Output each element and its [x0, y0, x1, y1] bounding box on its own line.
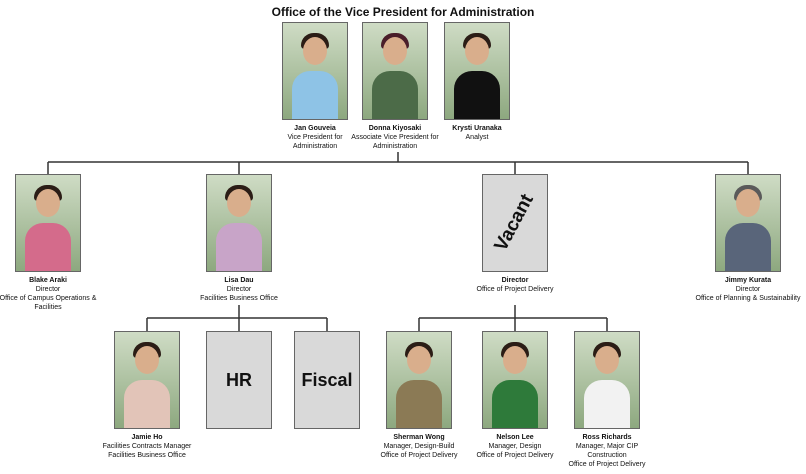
photo — [386, 331, 452, 429]
person-name: Sherman Wong — [393, 434, 445, 441]
hr-box: HR — [206, 331, 272, 429]
person-role: Manager, Design — [488, 443, 542, 450]
person-department: Office of Project Delivery — [476, 452, 554, 459]
photo — [574, 331, 640, 429]
photo — [114, 331, 180, 429]
person-card-donna: Donna Kiyosaki Associate Vice President … — [335, 22, 455, 151]
person-card-sherman: Sherman Wong Manager, Design-Build Offic… — [359, 331, 479, 460]
person-name: Ross Richards — [582, 434, 632, 441]
person-role: Analyst — [465, 134, 489, 141]
person-department: Office of Planning & Sustainability — [695, 295, 801, 302]
position-title: Director — [501, 277, 529, 284]
person-department: Office of Project Delivery — [476, 286, 554, 293]
person-role: Manager, Design-Build — [383, 443, 455, 450]
person-card-nelson: Nelson Lee Manager, Design Office of Pro… — [455, 331, 575, 460]
vacant-label: Vacant — [490, 190, 539, 255]
person-department: Office of Project Delivery — [380, 452, 458, 459]
photo — [362, 22, 428, 120]
person-card-lisa: Lisa Dau Director Facilities Business Of… — [179, 174, 299, 303]
chart-title: Office of the Vice President for Adminis… — [271, 5, 535, 19]
photo — [15, 174, 81, 272]
person-department: Office of Campus Operations & Facilities — [0, 295, 97, 311]
person-name: Lisa Dau — [224, 277, 254, 284]
person-name: Jan Gouveia — [294, 125, 336, 132]
vacant-card: Vacant Director Office of Project Delive… — [455, 174, 575, 294]
person-role: Director — [226, 286, 252, 293]
person-name: Donna Kiyosaki — [368, 125, 422, 132]
person-card-jimmy: Jimmy Kurata Director Office of Planning… — [688, 174, 806, 303]
person-name: Nelson Lee — [496, 434, 534, 441]
person-role: Director — [35, 286, 61, 293]
photo — [282, 22, 348, 120]
person-card-blake: Blake Araki Director Office of Campus Op… — [0, 174, 108, 312]
person-role: Associate Vice President for Administrat… — [351, 134, 439, 150]
photo — [715, 174, 781, 272]
photo — [444, 22, 510, 120]
person-name: Krysti Uranaka — [452, 125, 502, 132]
photo — [206, 174, 272, 272]
person-role: Facilities Contracts Manager — [102, 443, 192, 450]
person-role: Vice President for Administration — [287, 134, 343, 150]
person-department: Facilities Business Office — [200, 295, 278, 302]
fiscal-box: Fiscal — [294, 331, 360, 429]
person-card-jan: Jan Gouveia Vice President for Administr… — [255, 22, 375, 151]
person-card-ross: Ross Richards Manager, Major CIP Constru… — [547, 331, 667, 469]
person-name: Blake Araki — [29, 277, 67, 284]
person-card-krysti: Krysti Uranaka Analyst — [417, 22, 537, 142]
person-name: Jamie Ho — [131, 434, 163, 441]
vacant-box: Vacant — [482, 174, 548, 272]
person-role: Manager, Major CIP Construction — [575, 443, 639, 459]
person-name: Jimmy Kurata — [724, 277, 772, 284]
person-role: Director — [735, 286, 761, 293]
photo — [482, 331, 548, 429]
person-department: Office of Project Delivery — [568, 461, 646, 468]
fiscal-card: Fiscal — [267, 331, 387, 429]
person-card-jamie: Jamie Ho Facilities Contracts Manager Fa… — [87, 331, 207, 460]
hr-card: HR — [179, 331, 299, 429]
person-department: Facilities Business Office — [108, 452, 186, 459]
